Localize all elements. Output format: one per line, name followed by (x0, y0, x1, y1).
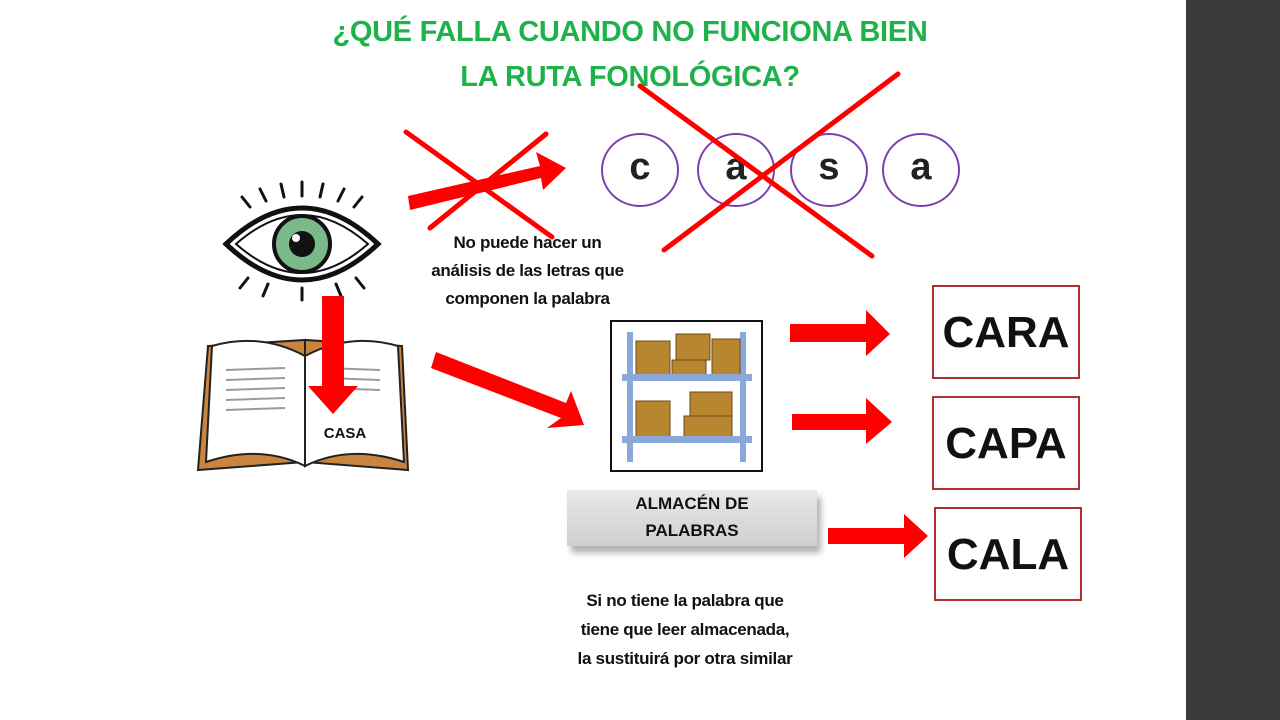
candidate-word-box: CALA (934, 507, 1082, 601)
red-cross-icon (403, 71, 901, 259)
word-store-label: ALMACÉN DE PALABRAS (567, 490, 817, 546)
eye-icon (222, 180, 382, 302)
substitution-note-line: tiene que leer almacenada, (580, 620, 790, 639)
slide: ¿QUÉ FALLA CUANDO NO FUNCIONA BIEN LA RU… (196, 10, 1082, 673)
analysis-note-line: análisis de las letras que (431, 261, 624, 280)
book-word: CASA (323, 425, 367, 442)
page-title: ¿QUÉ FALLA CUANDO NO FUNCIONA BIEN LA RU… (230, 10, 1030, 100)
letter-circle: c (601, 133, 679, 207)
substitution-note: Si no tiene la palabra que tiene que lee… (510, 586, 860, 673)
title-line-2: LA RUTA FONOLÓGICA? (460, 61, 800, 93)
warehouse-shelf-icon (610, 320, 763, 472)
analysis-note: No puede hacer un análisis de las letras… (390, 229, 665, 313)
open-book-icon (196, 338, 410, 472)
word-store-label-line: PALABRAS (645, 521, 739, 540)
substitution-note-line: Si no tiene la palabra que (586, 591, 784, 610)
title-line-1: ¿QUÉ FALLA CUANDO NO FUNCIONA BIEN (332, 16, 928, 48)
candidate-word-box: CARA (932, 285, 1080, 379)
side-panel (1186, 0, 1280, 720)
substitution-note-line: la sustituirá por otra similar (577, 649, 793, 668)
letter-circle: a (882, 133, 960, 207)
candidate-word-box: CAPA (932, 396, 1080, 490)
analysis-note-line: No puede hacer un (453, 233, 602, 252)
diagram-graphics (196, 71, 928, 558)
word-store-label-line: ALMACÉN DE (635, 494, 749, 513)
analysis-note-line: componen la palabra (445, 289, 610, 308)
